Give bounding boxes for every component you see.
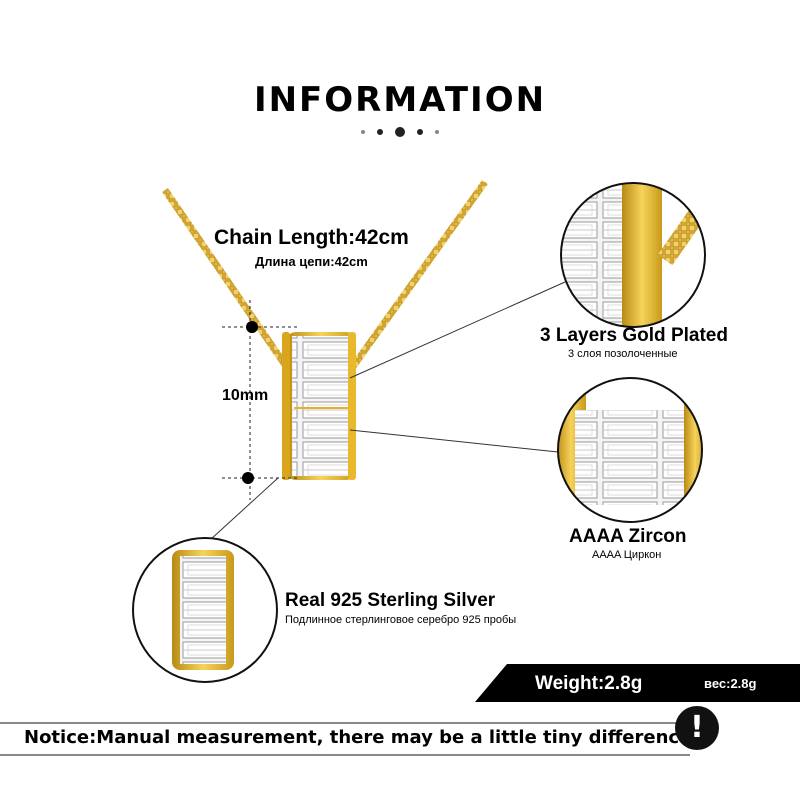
- title-dots-divider: [0, 124, 800, 140]
- weight-label: Weight:2.8g: [535, 673, 643, 694]
- weight-ru-label: вес:2.8g: [704, 676, 757, 691]
- feature-zircon-subtitle: AAAA Циркон: [592, 549, 662, 561]
- chain-length-ru-label: Длина цепи:42cm: [255, 254, 368, 269]
- magnifier-gold-plated: [560, 182, 706, 328]
- page-title: INFORMATION: [253, 80, 547, 120]
- chain-length-label: Chain Length:42cm: [214, 226, 409, 249]
- feature-gold-plated-subtitle: 3 слоя позолоченные: [568, 348, 678, 360]
- feature-silver-subtitle: Подлинное стерлинговое серебро 925 пробы: [285, 614, 517, 626]
- pendant: [282, 332, 356, 480]
- notice-frame: [0, 722, 690, 756]
- feature-zircon-title: AAAA Zircon: [569, 526, 687, 547]
- feature-gold-plated-title: 3 Layers Gold Plated: [540, 325, 728, 346]
- magnifier-zircon: [557, 377, 703, 523]
- feature-silver-title: Real 925 Sterling Silver: [285, 590, 496, 611]
- pendant-size-label: 10mm: [222, 387, 269, 404]
- exclamation-icon: !: [675, 706, 719, 750]
- chain: [162, 179, 488, 374]
- notice-text: Notice:Manual measurement, there may be …: [24, 727, 699, 748]
- weight-banner: [475, 664, 800, 702]
- magnifier-sterling-silver: [132, 537, 278, 683]
- measurement-guides: [222, 300, 300, 500]
